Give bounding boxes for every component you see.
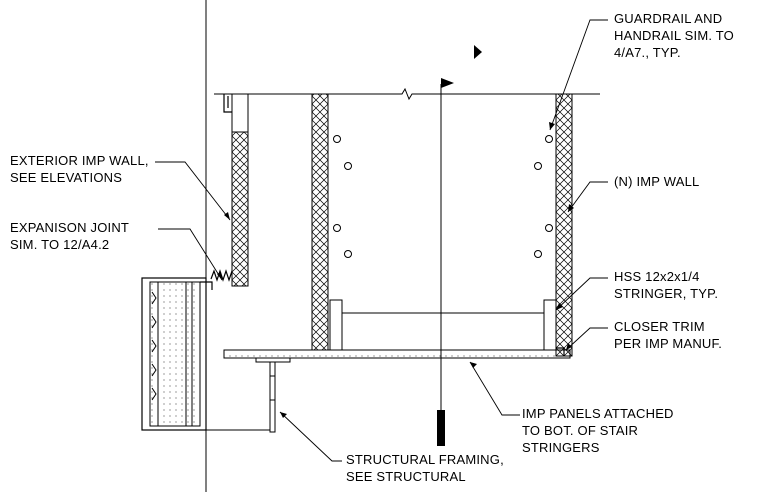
hss-stringers <box>329 299 557 351</box>
exterior-imp-wall <box>223 93 249 287</box>
stair-imp-wall-left <box>311 93 329 351</box>
leader-lines <box>155 19 608 462</box>
top-break-line <box>214 87 600 101</box>
expansion-joint <box>210 269 233 282</box>
note-expansion-joint: EXPANISON JOINT SIM. TO 12/A4.2 <box>10 220 133 252</box>
handrail-circles <box>333 135 553 258</box>
note-hss-stringer: HSS 12x2x1/4 STRINGER, TYP. <box>614 269 718 301</box>
structural-framing-beam <box>255 357 291 433</box>
note-guardrail: GUARDRAIL AND HANDRAIL SIM. TO 4/A7., TY… <box>614 11 738 60</box>
note-exterior-imp-wall: EXTERIOR IMP WALL, SEE ELEVATIONS <box>10 153 153 185</box>
new-imp-wall-right <box>555 93 573 357</box>
note-imp-panels: IMP PANELS ATTACHED TO BOT. OF STAIR STR… <box>522 406 677 455</box>
section-cut-line <box>437 45 482 446</box>
leader-arrowheads <box>217 122 574 418</box>
note-new-imp-wall: (N) IMP WALL <box>614 174 699 189</box>
existing-wall-panel <box>141 277 213 431</box>
note-closer-trim: CLOSER TRIM PER IMP MANUF. <box>614 319 722 351</box>
floor-imp-panel <box>223 349 571 359</box>
note-structural-framing: STRUCTURAL FRAMING, SEE STRUCTURAL <box>346 452 508 484</box>
